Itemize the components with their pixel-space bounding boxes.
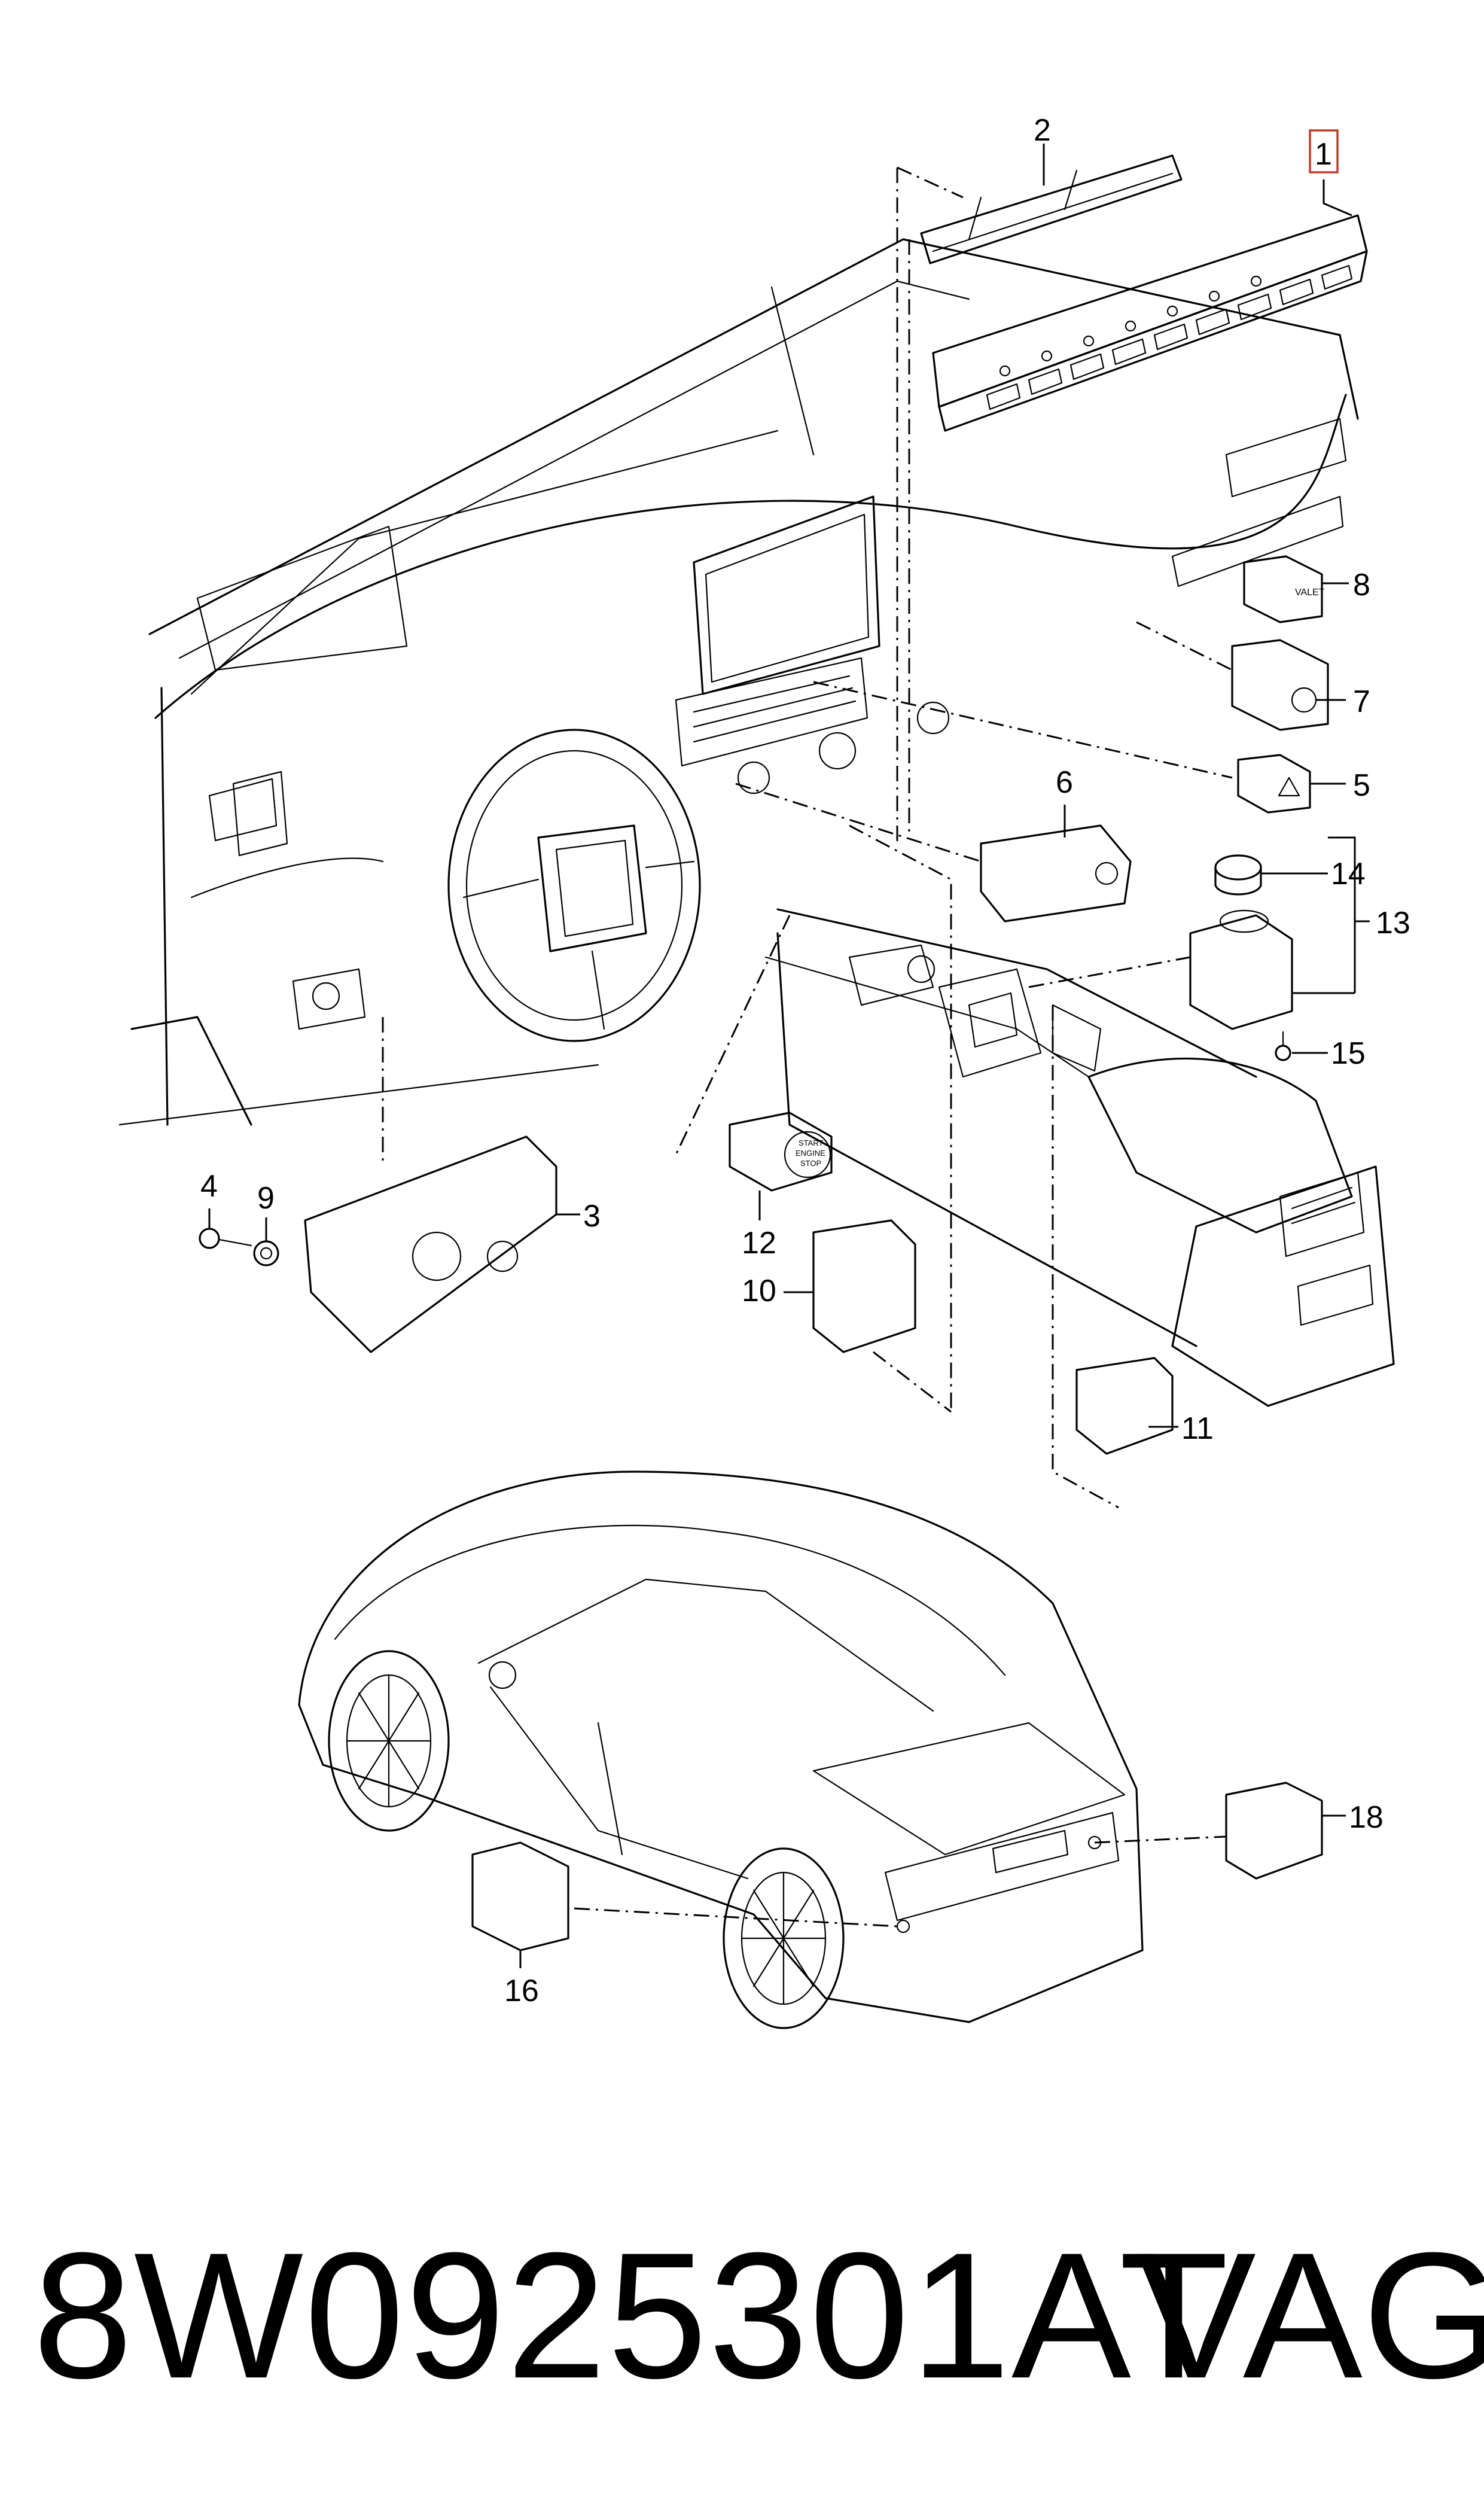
part-16-switch xyxy=(471,1841,569,1951)
callout-15: 15 xyxy=(1331,1036,1366,1071)
part-15-screw xyxy=(1275,1031,1291,1061)
part-5-hazard-switch xyxy=(1237,754,1311,814)
callout-4: 4 xyxy=(200,1169,218,1204)
part-4-bolt xyxy=(199,1228,252,1249)
part-1-button-panel xyxy=(932,214,1368,432)
callout-7: 7 xyxy=(1353,684,1370,719)
stop-label: STOP xyxy=(800,1159,821,1168)
part-7-switch xyxy=(1231,639,1329,731)
part-12-start-stop-button: START ENGINE STOP xyxy=(729,1112,833,1192)
part-2-panel-cover xyxy=(920,154,1183,264)
start-label: START xyxy=(799,1138,823,1147)
callout-14: 14 xyxy=(1331,857,1366,891)
part-6-switch-module xyxy=(980,824,1132,922)
callout-1: 1 xyxy=(1315,137,1332,172)
part-18-switch xyxy=(1225,1782,1323,1880)
panel-indicator-dots xyxy=(999,275,1262,377)
part-11-switch xyxy=(1075,1357,1174,1455)
callout-3: 3 xyxy=(583,1199,601,1234)
part-13-mmi-controller xyxy=(1189,909,1293,1030)
callout-8: 8 xyxy=(1353,568,1370,602)
callout-18: 18 xyxy=(1349,1800,1384,1835)
part-9-washer xyxy=(253,1240,279,1266)
valet-label: VALET xyxy=(1295,587,1325,598)
callouts: 1 2 3 4 5 6 7 8 9 10 11 12 13 14 15 16 1… xyxy=(200,113,1410,2008)
callout-10: 10 xyxy=(742,1274,776,1308)
part-14-knob xyxy=(1214,854,1262,896)
leader-lines xyxy=(208,144,1370,1968)
part-8-valet-switch: VALET xyxy=(1243,555,1325,623)
callout-12: 12 xyxy=(742,1226,776,1260)
car-illustration xyxy=(298,1470,1144,2029)
callout-6: 6 xyxy=(1056,765,1073,800)
callout-5: 5 xyxy=(1353,768,1370,803)
callout-9: 9 xyxy=(257,1181,275,1216)
panel-buttons xyxy=(986,264,1353,410)
callout-13: 13 xyxy=(1376,906,1410,940)
part-number: 8W0925301AT xyxy=(33,2215,1230,2416)
callout-16: 16 xyxy=(504,1974,539,2008)
callout-11: 11 xyxy=(1181,1411,1214,1446)
brand-name: VAG xyxy=(1136,2215,1484,2416)
part-10-switch xyxy=(812,1219,916,1353)
part-3-light-switch xyxy=(304,1135,557,1353)
callout-1-highlight xyxy=(1309,129,1339,173)
callout-2: 2 xyxy=(1034,113,1051,148)
dashboard-illustration xyxy=(118,238,1395,1407)
engine-label: ENGINE xyxy=(796,1149,825,1158)
